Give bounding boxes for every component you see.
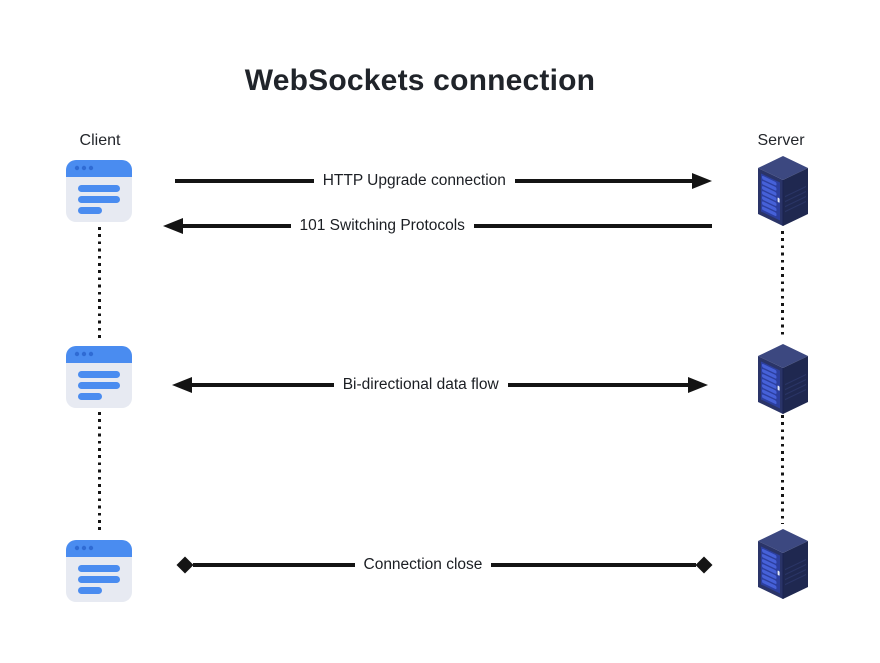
client-browser-icon: [66, 346, 132, 408]
server-tower-icon: [758, 344, 808, 414]
message-label: HTTP Upgrade connection: [322, 172, 506, 189]
arrow-line: [507, 383, 688, 387]
arrowhead-left-icon: [163, 218, 183, 234]
message-connection-close: Connection close: [176, 554, 713, 576]
client-browser-icon: [66, 160, 132, 222]
server-lifeline-dotted-line: [781, 231, 784, 338]
message-label: Bi-directional data flow: [342, 376, 499, 393]
client-browser-icon: [66, 540, 132, 602]
arrow-line: [192, 383, 334, 387]
browser-window-icon: [66, 540, 132, 602]
message-label: Connection close: [363, 556, 483, 573]
server-tower-icon: [758, 156, 808, 226]
diamond-endpoint-icon: [695, 556, 713, 574]
server-column-label: Server: [757, 132, 805, 149]
arrowhead-right-icon: [692, 173, 712, 189]
message-bidirectional-data-flow: Bi-directional data flow: [172, 374, 708, 396]
server-tower-icon: [758, 156, 808, 226]
server-tower-icon: [758, 529, 808, 599]
message-http-upgrade-connection: HTTP Upgrade connection: [175, 170, 712, 192]
browser-window-icon: [66, 346, 132, 408]
message-101-switching-protocols: 101 Switching Protocols: [163, 215, 712, 237]
client-column-label: Client: [79, 132, 121, 149]
diagram-title: WebSockets connection: [244, 64, 596, 97]
server-tower-icon: [758, 529, 808, 599]
client-lifeline-dotted-line: [98, 412, 101, 533]
diamond-endpoint-icon: [176, 556, 194, 574]
arrow-line: [473, 224, 712, 228]
message-label: 101 Switching Protocols: [299, 217, 465, 234]
arrowhead-left-icon: [172, 377, 192, 393]
arrow-line: [175, 179, 314, 183]
arrowhead-right-icon: [688, 377, 708, 393]
arrow-line: [183, 224, 291, 228]
arrow-line: [491, 563, 696, 567]
server-tower-icon: [758, 344, 808, 414]
arrow-line: [193, 563, 355, 567]
server-lifeline-dotted-line: [781, 415, 784, 524]
client-lifeline-dotted-line: [98, 227, 101, 339]
browser-window-icon: [66, 160, 132, 222]
arrow-line: [514, 179, 692, 183]
